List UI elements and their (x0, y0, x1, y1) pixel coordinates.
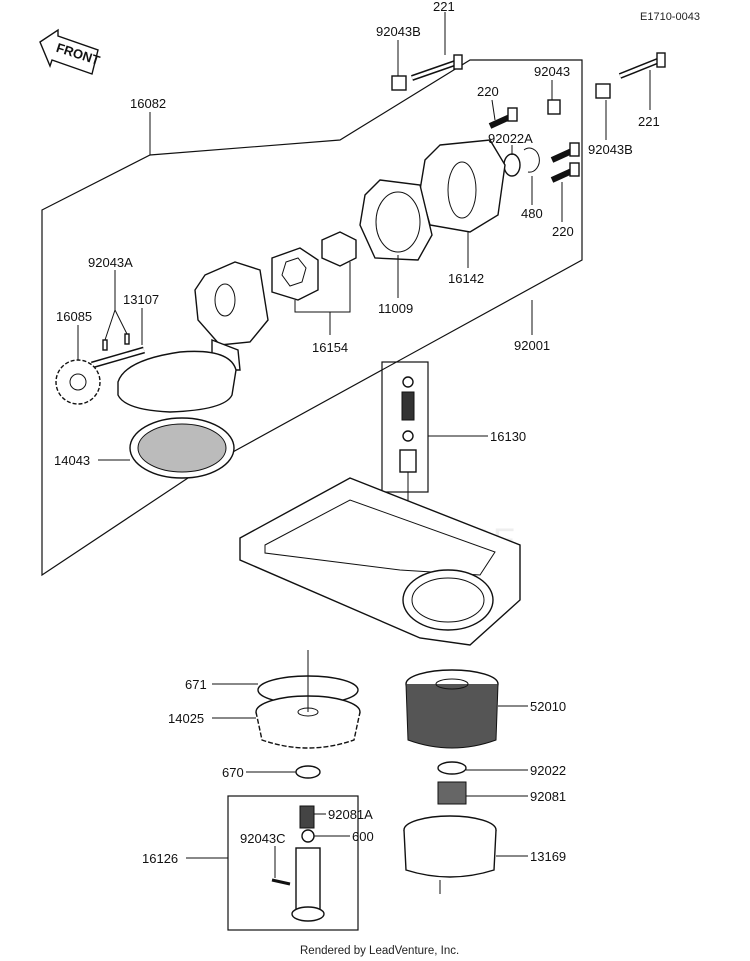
bolt-221-top (411, 54, 463, 81)
label-92043a: 92043A (88, 255, 133, 270)
label-52010: 52010 (530, 699, 566, 714)
label-92043: 92043 (534, 64, 570, 79)
ball-600 (301, 829, 315, 843)
label-11009: 11009 (378, 301, 413, 316)
label-92043b-top: 92043B (376, 24, 421, 39)
oil-pan (239, 477, 521, 646)
oil-filter-52010 (405, 669, 499, 749)
diagram-code: E1710-0043 (640, 11, 700, 23)
label-16142: 16142 (448, 271, 484, 286)
footer-credit: Rendered by LeadVenture, Inc. (300, 945, 459, 957)
filter-plate-14025 (255, 695, 361, 749)
label-92022a: 92022A (488, 131, 533, 146)
bolt-220-right (550, 142, 580, 183)
rotor-16154-outer (271, 247, 319, 301)
label-92081a: 92081A (328, 807, 373, 822)
bolt-221-right (618, 52, 666, 79)
relief-valve-parts (399, 376, 417, 520)
washer-92022 (437, 761, 467, 775)
label-600: 600 (352, 829, 374, 844)
label-671: 671 (185, 677, 207, 692)
label-221-right: 221 (638, 114, 660, 129)
label-16130: 16130 (490, 429, 526, 444)
pin-92043a-2 (124, 333, 130, 345)
pump-cover-16142 (419, 139, 506, 233)
circlip-480 (523, 147, 540, 173)
label-13107: 13107 (123, 292, 159, 307)
rotor-16154-inner (321, 231, 357, 267)
bolt-220-top (488, 107, 518, 129)
front-arrow-icon: FRONT (39, 28, 102, 75)
spring-92081a (299, 805, 315, 829)
strainer-housing (117, 350, 237, 413)
collar-92043b-top (391, 75, 407, 91)
label-16154: 16154 (312, 340, 348, 355)
relief-valve-group-outline (381, 361, 429, 493)
spring-92081 (437, 781, 467, 805)
o-ring-92022a (503, 153, 521, 177)
label-221-top: 221 (433, 0, 455, 14)
label-92043b-right: 92043B (588, 142, 633, 157)
label-670: 670 (222, 765, 244, 780)
leader-lines (77, 12, 651, 878)
shaft-13107 (91, 346, 145, 369)
collar-92043b-right (595, 83, 611, 99)
label-14043: 14043 (54, 453, 90, 468)
label-16085: 16085 (56, 309, 92, 324)
label-480: 480 (521, 206, 543, 221)
label-16082: 16082 (130, 96, 166, 111)
bypass-bolt-16126 (291, 847, 325, 922)
gasket-11009 (359, 179, 433, 261)
label-92022: 92022 (530, 763, 566, 778)
filter-bowl-13169 (403, 815, 497, 894)
bypass-group-outline (227, 795, 359, 931)
collar-92043 (547, 99, 561, 115)
label-92043c: 92043C (240, 831, 286, 846)
sprocket-16085 (55, 359, 101, 405)
pin-92043c (271, 878, 291, 886)
label-92001: 92001 (514, 338, 550, 353)
pin-92043a-1 (102, 339, 108, 351)
screen-14043 (129, 417, 235, 479)
label-13169: 13169 (530, 849, 566, 864)
washer-670 (295, 765, 321, 779)
label-220-top: 220 (477, 84, 499, 99)
label-220-right: 220 (552, 224, 574, 239)
label-16126: 16126 (142, 851, 178, 866)
label-92081: 92081 (530, 789, 566, 804)
label-14025: 14025 (168, 711, 204, 726)
oil-pump-group-outline (41, 59, 583, 577)
